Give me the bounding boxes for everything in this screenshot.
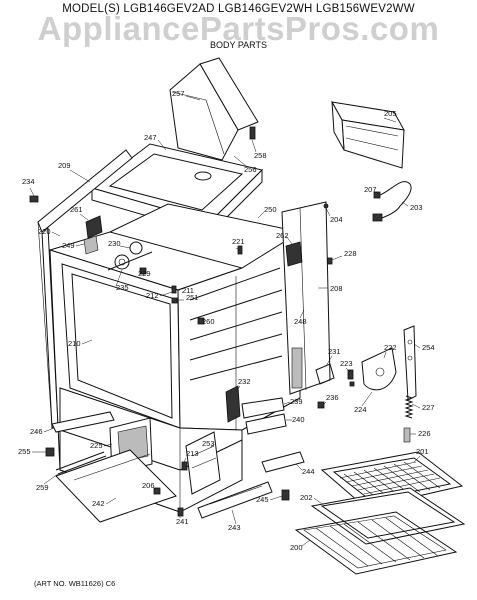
range-cabinet: [48, 203, 301, 513]
art-number: (ART NO. WB11626) C6: [34, 579, 116, 588]
part-260-clip: [197, 317, 205, 325]
part-203-power-cord: [372, 181, 412, 222]
part-262-bracket: [285, 241, 303, 267]
callout-257: 257: [172, 89, 185, 98]
part-206-clip: [153, 487, 161, 495]
part-222-hinge-bracket: [361, 347, 397, 391]
part-243-kick-plate: [197, 481, 273, 519]
callout-239: 239: [290, 397, 303, 406]
callout-230: 230: [108, 239, 121, 248]
callout-labels: 257 205 247 258 209 256 234 207 203 204 …: [18, 89, 435, 552]
callout-210: 210: [68, 339, 81, 348]
part-240-rail: [245, 413, 287, 435]
callout-212: 212: [146, 291, 159, 300]
callout-213: 213: [186, 449, 199, 458]
callout-211: 211: [182, 286, 194, 295]
part-226-link: [403, 427, 411, 443]
callout-247: 247: [144, 133, 157, 142]
part-211-screw: [171, 285, 177, 294]
callout-204: 204: [330, 215, 343, 224]
callout-231: 231: [328, 347, 341, 356]
part-259-rod: [55, 451, 107, 475]
callout-245: 245: [256, 495, 269, 504]
part-208-right-side-panel: [281, 201, 331, 395]
callout-202: 202: [300, 493, 313, 502]
callout-246: 246: [30, 427, 43, 436]
callout-228: 228: [344, 249, 357, 258]
part-239-rail: [241, 397, 285, 419]
part-201-broiler-grid: [320, 451, 464, 509]
part-205-backguard: [331, 101, 405, 169]
part-245-foot: [281, 489, 290, 501]
callout-250: 250: [264, 205, 277, 214]
callout-209: 209: [58, 161, 71, 170]
callout-259: 259: [36, 483, 49, 492]
model-numbers: MODEL(S) LGB146GEV2AD LGB146GEV2WH LGB15…: [62, 3, 415, 15]
part-254-hinge-arm: [403, 325, 417, 401]
leader-lines: [29, 95, 421, 547]
part-232-bracket: [225, 385, 241, 423]
callout-254: 254: [422, 343, 435, 352]
callout-234: 234: [22, 177, 35, 186]
callout-208: 208: [330, 284, 343, 293]
part-200-oven-rack: [294, 511, 458, 575]
diagram-subtitle: BODY PARTS: [209, 40, 268, 50]
part-251-screw: [171, 297, 178, 304]
callout-248: 248: [294, 317, 307, 326]
callout-222: 222: [384, 343, 397, 352]
callout-256: 256: [244, 165, 257, 174]
part-258-screw: [249, 126, 256, 140]
callout-241: 241: [176, 517, 189, 526]
callout-240: 240: [292, 415, 305, 424]
callout-223: 223: [340, 359, 353, 368]
callout-229: 229: [138, 269, 151, 278]
part-249-bracket: [83, 235, 99, 255]
part-234-clip: [29, 195, 39, 203]
part-223-screw: [347, 369, 355, 387]
part-242-drawer-bottom: [55, 449, 177, 523]
watermark-logo: AppliancePartsPros.com: [37, 10, 440, 47]
callout-255: 255: [18, 447, 31, 456]
callout-203: 203: [410, 203, 423, 212]
part-246-front-rail: [51, 411, 115, 433]
callout-201: 201: [416, 447, 429, 456]
part-244-rail: [261, 451, 305, 473]
callout-260: 260: [202, 317, 215, 326]
callout-225: 225: [90, 441, 103, 450]
callout-258: 258: [254, 151, 267, 160]
callout-244: 244: [302, 467, 315, 476]
part-236-screw: [317, 401, 325, 409]
part-255-foot: [45, 447, 55, 457]
callout-220: 220: [38, 227, 51, 236]
callout-221: 221: [232, 237, 245, 246]
callout-227: 227: [422, 403, 435, 412]
part-241-screw: [177, 507, 184, 517]
part-202-broiler-pan: [310, 487, 466, 545]
callout-224: 224: [354, 405, 367, 414]
part-204-screw: [323, 203, 329, 209]
callout-242: 242: [92, 499, 105, 508]
callout-232: 232: [238, 377, 251, 386]
callout-262: 262: [276, 231, 289, 240]
callout-235: 235: [116, 283, 129, 292]
part-227-spring: [404, 395, 414, 419]
part-257-top-panel: [169, 57, 259, 161]
part-253-bracket: [185, 431, 221, 495]
part-261-bracket: [85, 215, 103, 239]
callout-253: 253: [202, 439, 215, 448]
callout-261: 261: [70, 205, 83, 214]
part-231-hinge-pin: [315, 363, 335, 385]
callout-206: 206: [142, 481, 155, 490]
callout-200: 200: [290, 543, 303, 552]
callout-236: 236: [326, 393, 339, 402]
callout-207: 207: [364, 185, 377, 194]
callout-249: 249: [62, 241, 75, 250]
callout-226: 226: [418, 429, 431, 438]
part-213-screw: [181, 461, 188, 471]
callout-205: 205: [384, 109, 397, 118]
callout-243: 243: [228, 523, 241, 532]
callout-251: 251: [186, 293, 199, 302]
